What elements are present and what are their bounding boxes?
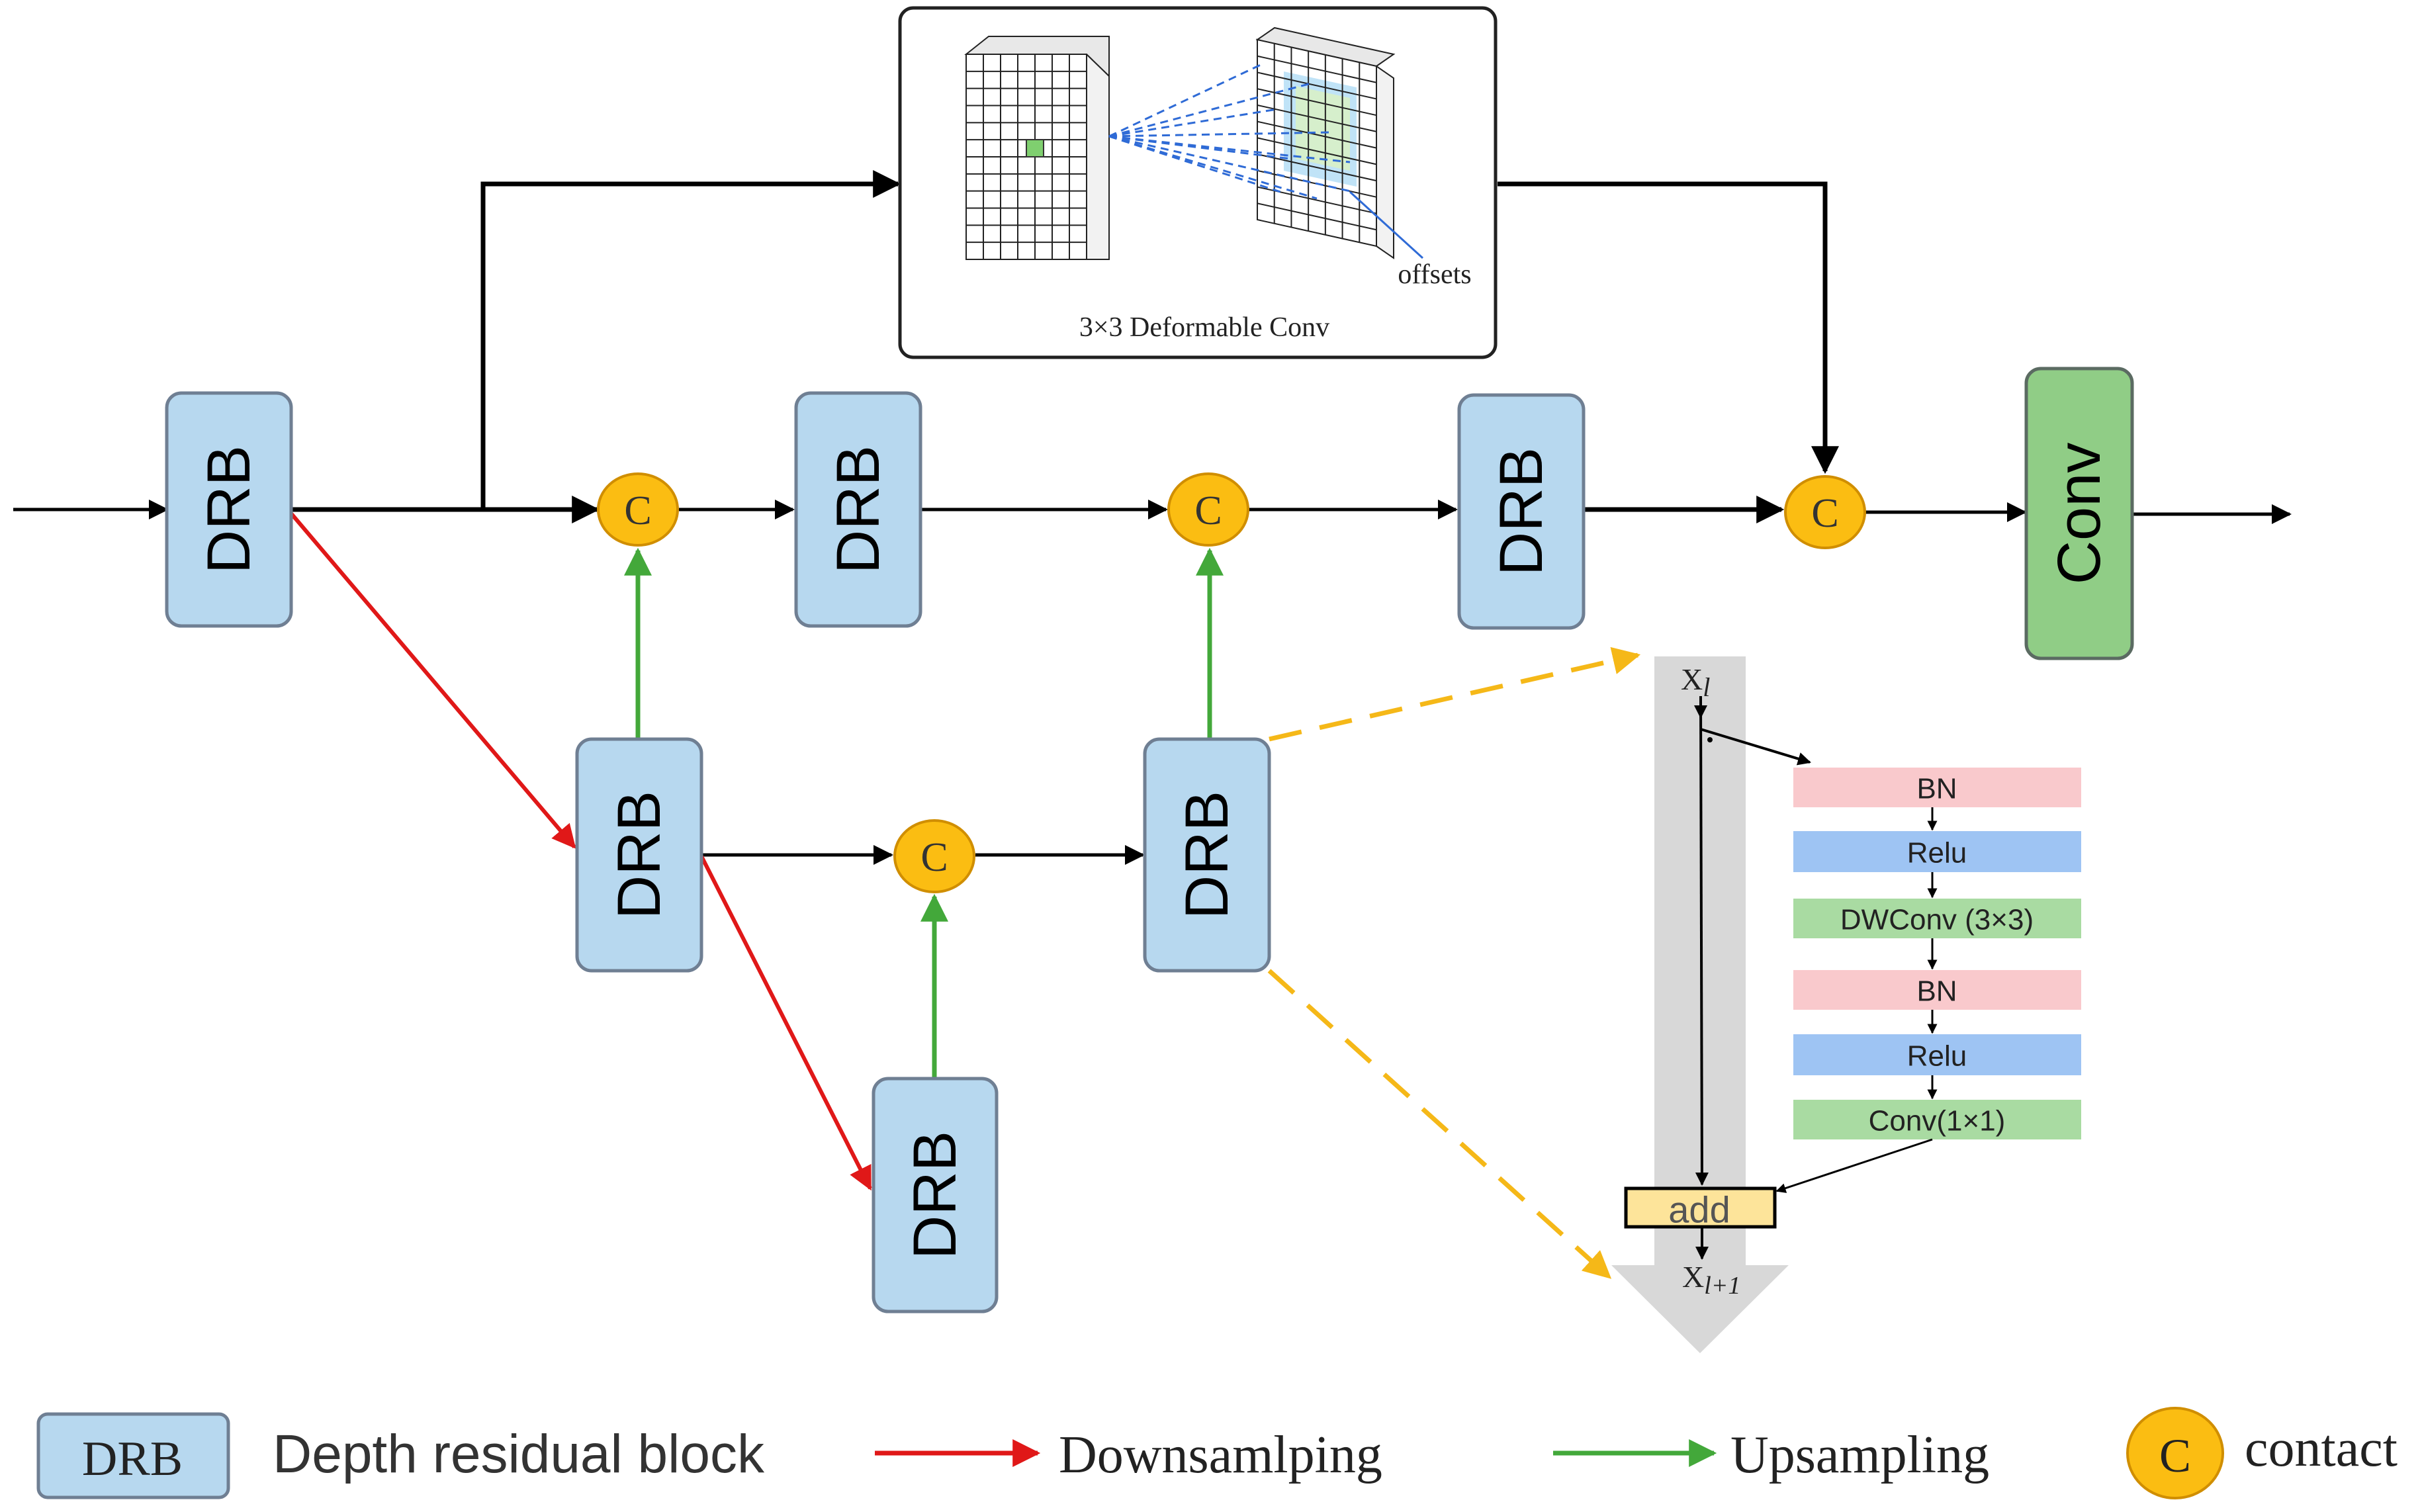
concat-node-1: C	[597, 472, 679, 547]
concat-node-2-label: C	[1194, 488, 1222, 533]
layer-relu-2-label: Relu	[1907, 1040, 1967, 1073]
layer-bn-2-label: BN	[1916, 975, 1957, 1008]
residual-detail-panel: Xl BN Relu DWConv (3×3) BN Relu Conv(1×1…	[1611, 656, 2081, 1353]
downsample-arrow-1	[289, 512, 576, 849]
drb-block-4: DRB	[575, 737, 703, 973]
legend-concat-text: contact	[2245, 1419, 2398, 1478]
drb-block-5-label: DRB	[1173, 791, 1241, 919]
downsampling-connectors	[289, 512, 872, 1191]
offsets-label: offsets	[1398, 259, 1471, 290]
zoom-connectors	[1267, 646, 1641, 1279]
offset-grid-icon	[1255, 26, 1396, 259]
legend-concat-symbol: C	[2159, 1429, 2191, 1482]
layer-relu-1-label: Relu	[1907, 837, 1967, 869]
drb-block-4-label: DRB	[605, 791, 673, 919]
concat-node-4-label: C	[920, 835, 948, 880]
branch-arrow	[1700, 728, 1811, 766]
deformable-conv-title: 3×3 Deformable Conv	[1079, 312, 1329, 343]
input-grid-icon	[964, 36, 1110, 260]
drb-block-3: DRB	[1457, 393, 1586, 630]
skip-to-deformable-arrow	[480, 170, 901, 510]
legend-drb: DRB Depth residual block	[36, 1412, 765, 1499]
residual-spine-arrow	[1611, 656, 1789, 1353]
output-x-label: Xl+1	[1682, 1260, 1740, 1300]
drb-block-6-label: DRB	[901, 1131, 969, 1259]
layer-relu-1	[1793, 831, 2081, 872]
drb-block-1-label: DRB	[195, 445, 263, 574]
deformable-conv-panel: offsets 3×3 Deformable Conv	[898, 6, 1498, 359]
layer-dwconv	[1793, 899, 2081, 938]
legend-drb-swatch	[36, 1412, 230, 1499]
sampled-cell-icon	[1026, 139, 1044, 157]
legend-downsampling: Downsamlping	[875, 1426, 1382, 1484]
layer-dwconv-label: DWConv (3×3)	[1840, 904, 2034, 936]
concat-node-3: C	[1784, 475, 1866, 549]
layer-relu-2	[1793, 1034, 2081, 1075]
layer-conv1x1	[1793, 1100, 2081, 1139]
legend-concat: C contact	[2126, 1407, 2398, 1499]
drb-block-2: DRB	[794, 391, 922, 628]
legend-concat-swatch	[2126, 1407, 2224, 1499]
drb-block-3-label: DRB	[1488, 447, 1555, 576]
legend: DRB Depth residual block Downsamlping Up…	[36, 1407, 2398, 1499]
drb-block-2-label: DRB	[825, 445, 892, 574]
add-node	[1624, 1186, 1777, 1229]
identity-path	[1695, 699, 1709, 1186]
projection-lines	[1108, 64, 1354, 200]
conv-block-label: Conv	[2045, 443, 2113, 585]
legend-upsampling: Upsampling	[1553, 1426, 1989, 1484]
concat-node-4: C	[893, 819, 975, 893]
branch-dot	[1707, 737, 1713, 742]
main-flow-connectors	[13, 170, 2292, 865]
offsets-pointer	[1349, 191, 1424, 259]
drb-block-5: DRB	[1143, 737, 1271, 973]
deformable-to-concat3-arrow	[1498, 181, 1839, 474]
legend-drb-swatch-label: DRB	[82, 1432, 183, 1486]
concat-node-2: C	[1167, 472, 1249, 547]
layer-bn-2	[1793, 970, 2081, 1010]
layer-stack: BN Relu DWConv (3×3) BN Relu Conv(1×1)	[1793, 768, 2081, 1139]
add-node-label: add	[1668, 1189, 1730, 1231]
layer-bn-1-label: BN	[1916, 773, 1957, 805]
downsample-arrow-2	[699, 855, 872, 1191]
zoom-line-top	[1269, 646, 1641, 742]
concat-node-1-label: C	[624, 488, 651, 533]
zoom-line-bottom	[1267, 969, 1612, 1279]
drb-block-1: DRB	[165, 391, 293, 628]
input-x-label: Xl	[1681, 662, 1710, 702]
layer-bn-1	[1793, 768, 2081, 807]
layer-conv1x1-label: Conv(1×1)	[1869, 1105, 2006, 1137]
drb-block-6: DRB	[872, 1077, 999, 1313]
conv-block: Conv	[2024, 367, 2134, 660]
layer-connectors	[1775, 807, 1938, 1193]
legend-drb-text: Depth residual block	[273, 1424, 765, 1484]
legend-down-text: Downsamlping	[1059, 1426, 1382, 1484]
concat-node-3-label: C	[1811, 491, 1838, 536]
legend-up-text: Upsampling	[1730, 1426, 1989, 1484]
upsampling-connectors	[624, 547, 1224, 1079]
